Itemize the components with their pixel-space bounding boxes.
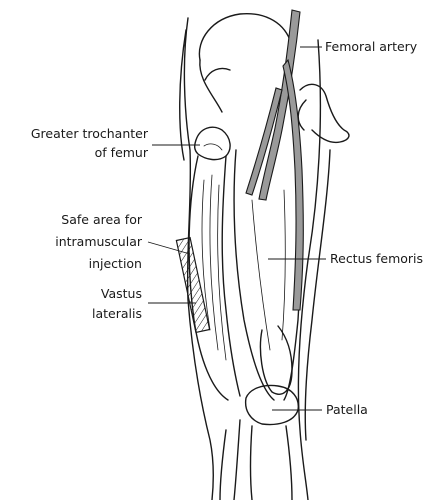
knee-tendons: [219, 419, 293, 500]
label-rectus-femoris: Rectus femoris: [330, 251, 423, 266]
leader-safe-area: [147, 241, 191, 255]
safe-area-injection-zone: [175, 236, 211, 334]
label-greater-trochanter-line1: Greater trochanter: [31, 126, 149, 141]
label-safe-area-line2: intramuscular: [55, 234, 143, 249]
label-safe-area-line1: Safe area for: [61, 212, 143, 227]
label-safe-area-line3: injection: [89, 256, 142, 271]
label-vastus-line2: lateralis: [92, 306, 142, 321]
greater-trochanter: [193, 126, 231, 161]
label-femoral-artery: Femoral artery: [325, 39, 418, 54]
label-patella: Patella: [326, 402, 368, 417]
hip-bone: [198, 13, 350, 144]
label-greater-trochanter-line2: of femur: [95, 145, 149, 160]
leader-lines: [147, 46, 326, 411]
femoral-artery: [245, 9, 304, 311]
labels: Femoral artery Greater trochanter of fem…: [31, 39, 423, 417]
label-vastus-line1: Vastus: [101, 286, 142, 301]
